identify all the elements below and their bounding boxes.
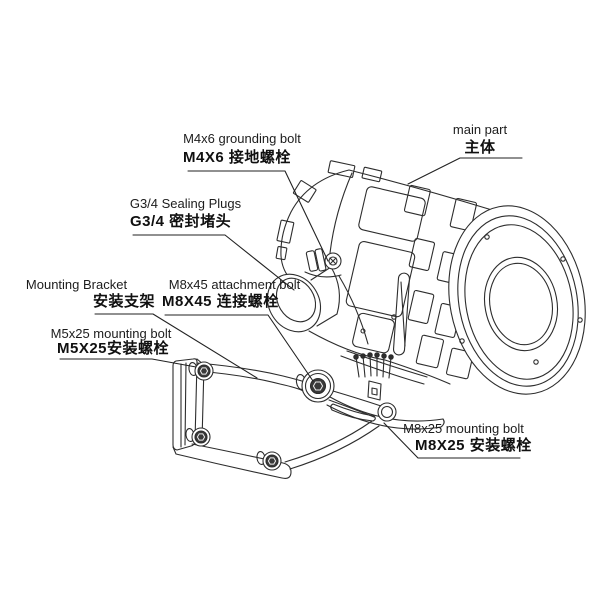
label-m8x45-bolt-zh: M8X45 连接螺栓 xyxy=(162,293,279,310)
leader-mounting-bracket xyxy=(94,313,258,379)
label-m8x45-bolt-en: M8x45 attachment bolt xyxy=(168,277,301,292)
leader-grounding-bolt xyxy=(187,170,329,262)
leader-main-part xyxy=(407,157,523,185)
mounting-bolts-arrows xyxy=(353,352,394,379)
leader-lines xyxy=(59,157,523,459)
label-grounding-bolt-en: M4x6 grounding bolt xyxy=(183,131,301,146)
label-main-part-zh: 主体 xyxy=(464,139,496,156)
leader-m5x25 xyxy=(59,358,197,368)
label-sealing-plugs-en: G3/4 Sealing Plugs xyxy=(129,196,242,211)
label-mounting-bracket-zh: 安装支架 xyxy=(93,293,156,310)
m5x25-bolt-bottom xyxy=(185,427,211,447)
lens-opening xyxy=(483,256,559,352)
face-screw xyxy=(533,359,539,365)
m8x45-bolt xyxy=(295,369,335,403)
face-screw xyxy=(459,338,465,344)
leader-m8x25 xyxy=(383,422,521,459)
label-m8x25-bolt-zh: M8X25 安装螺栓 xyxy=(415,437,532,454)
label-m5x25-bolt-en: M5x25 mounting bolt xyxy=(50,326,172,341)
label-sealing-plugs-zh: G3/4 密封堵头 xyxy=(130,213,232,230)
front-face-drawing xyxy=(448,205,586,395)
mounting-bracket-drawing xyxy=(172,358,397,479)
label-grounding-bolt-zh: M4X6 接地螺栓 xyxy=(183,149,291,166)
label-m5x25-bolt-zh: M5X25安装螺栓 xyxy=(57,340,170,357)
leader-sealing-plug xyxy=(132,234,295,291)
m5x25-bolt-top xyxy=(188,361,214,381)
label-main-part-en: main part xyxy=(452,122,508,137)
leader-m8x45 xyxy=(164,314,314,382)
label-m8x25-bolt-en: M8x25 mounting bolt xyxy=(403,421,524,436)
face-screw xyxy=(484,234,490,240)
face-screw xyxy=(577,317,583,323)
label-mounting-bracket-en: Mounting Bracket xyxy=(25,277,128,292)
face-screw xyxy=(560,256,566,262)
grounding-bolt-drawing xyxy=(304,248,342,278)
m5x25-bolt-foot xyxy=(256,450,282,471)
